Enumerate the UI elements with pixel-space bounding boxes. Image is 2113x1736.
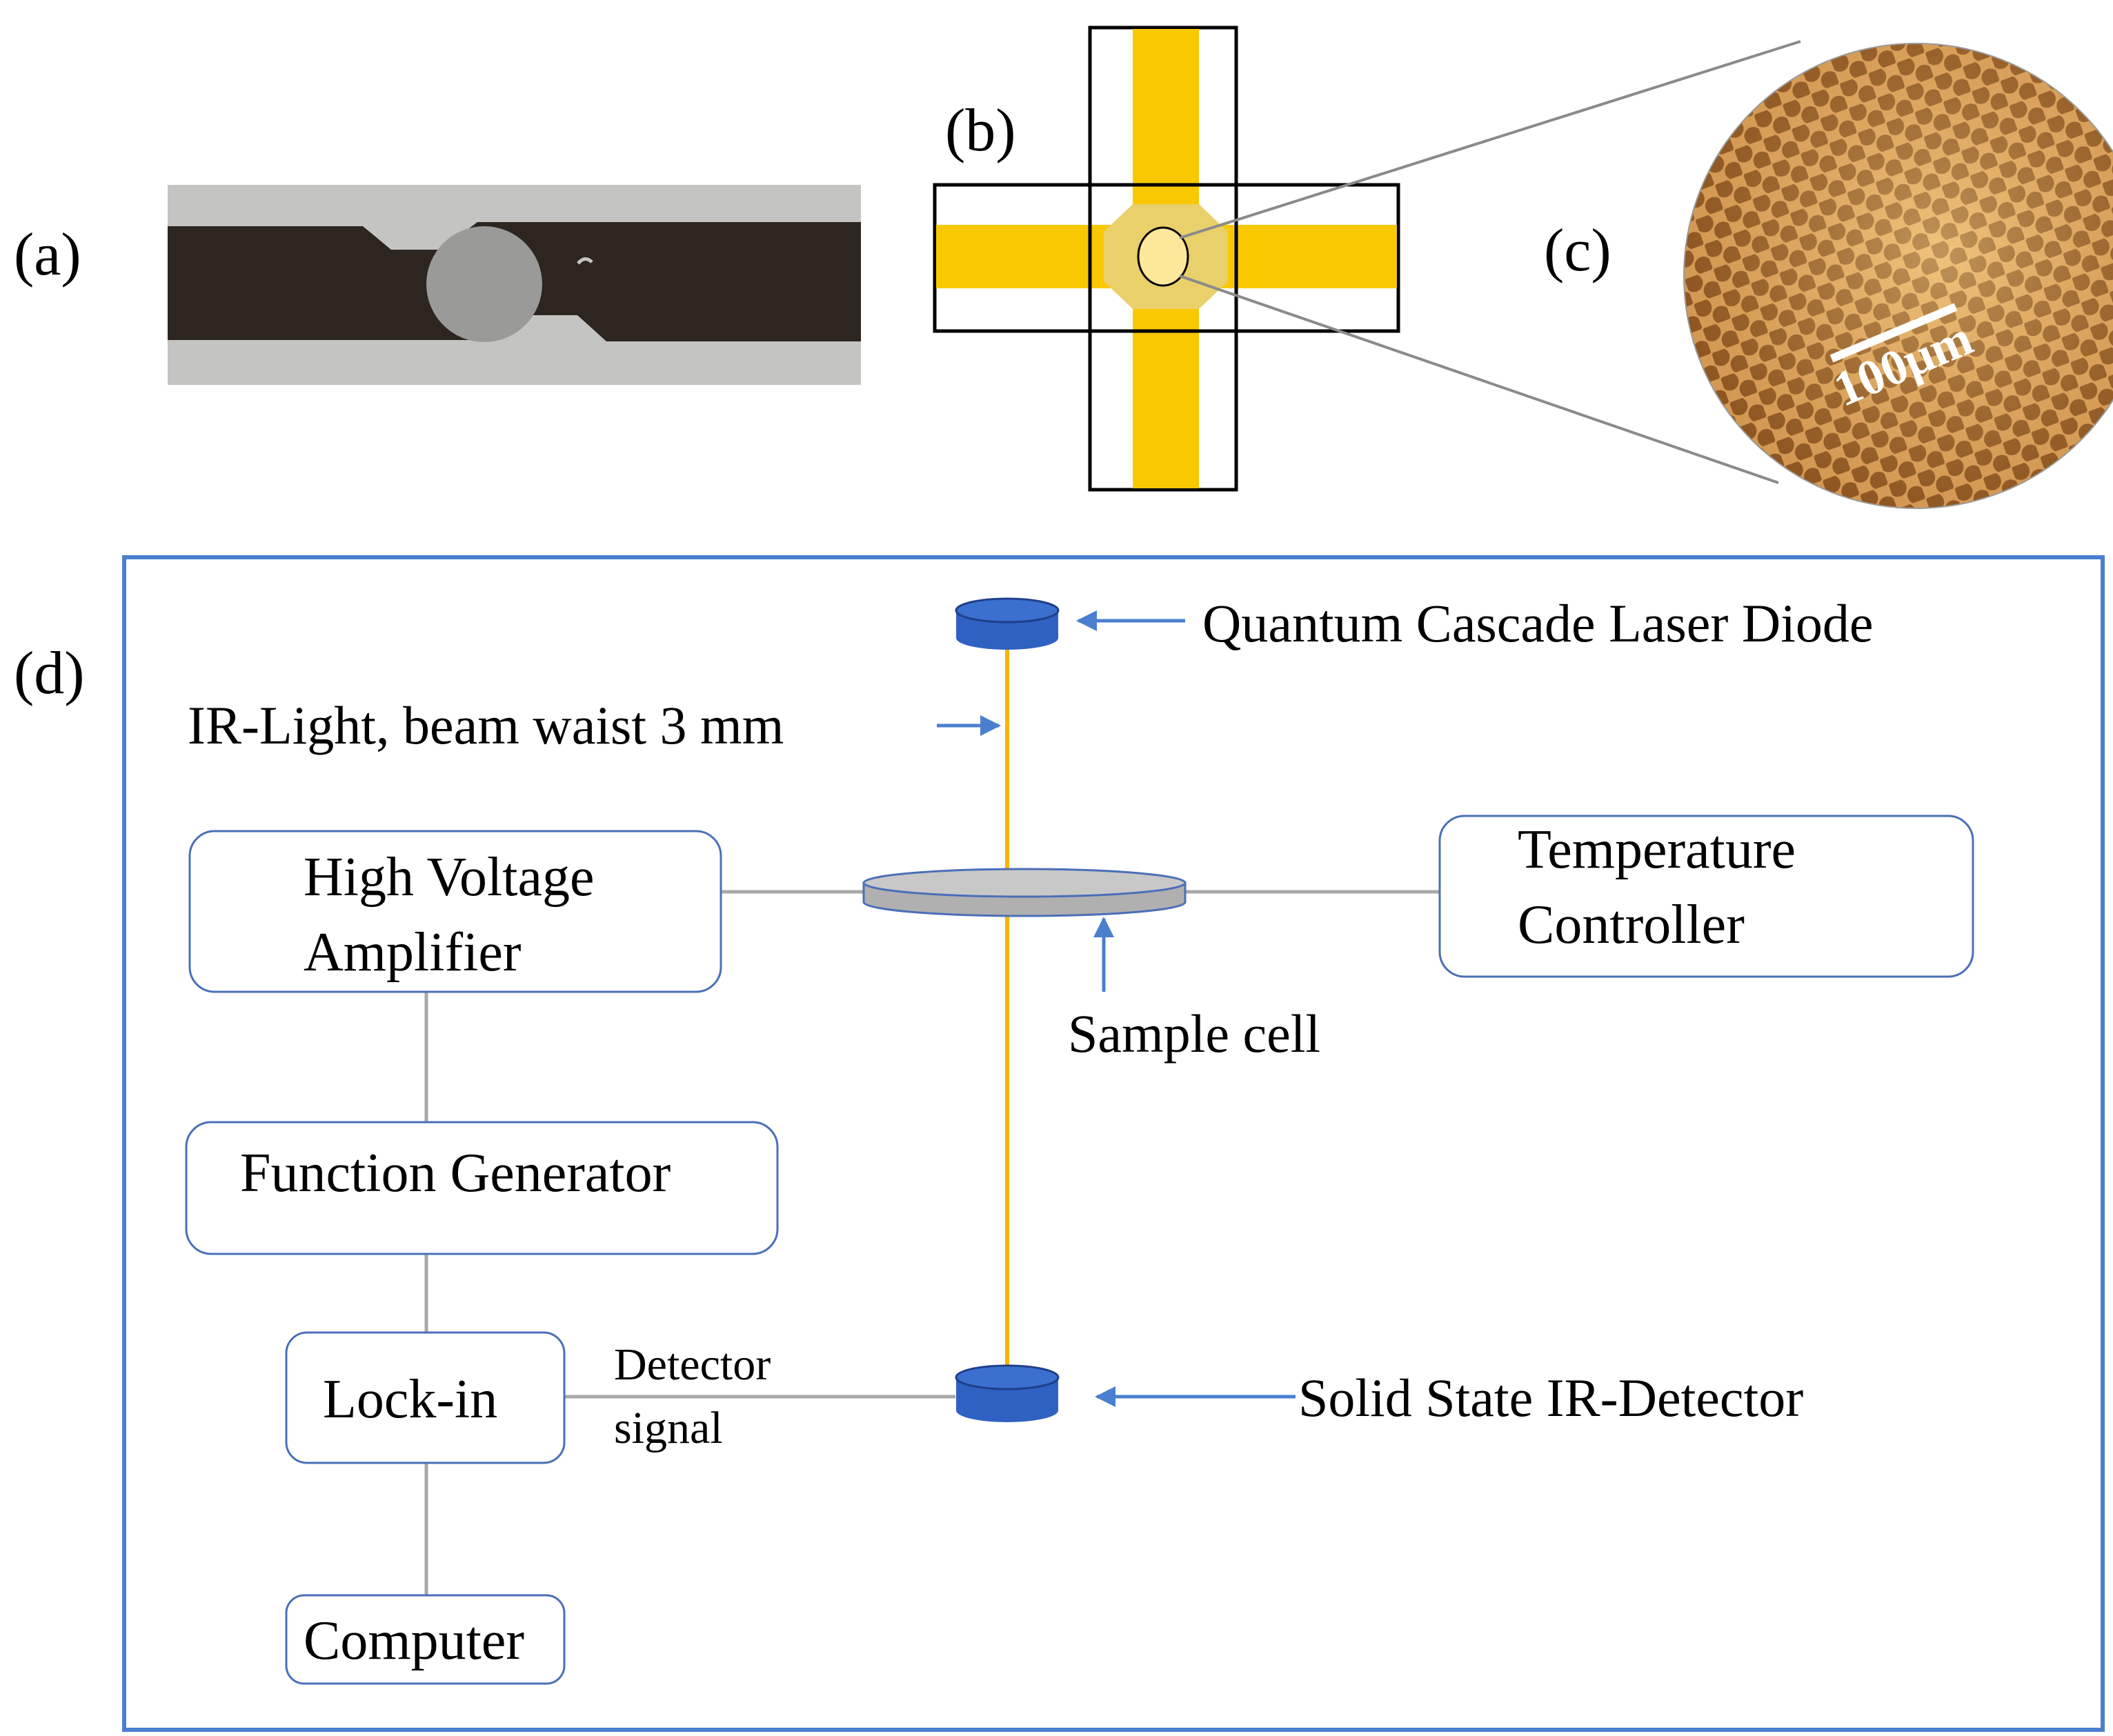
zoom-line-bottom <box>1179 275 1779 484</box>
lockin-label: Lock-in <box>323 1369 497 1430</box>
beam-label: IR-Light, beam waist 3 mm <box>188 695 784 755</box>
laser-label: Quantum Cascade Laser Diode <box>1202 593 1874 653</box>
detector-label: Solid State IR-Detector <box>1298 1368 1803 1428</box>
computer-label: Computer <box>304 1610 524 1671</box>
hv-amplifier-box: High Voltage Amplifier <box>188 830 722 993</box>
sample-cell <box>862 868 1187 917</box>
panel-a-photo <box>168 185 861 385</box>
temperature-controller-line1: Temperature <box>1518 819 1796 880</box>
lockin-box: Lock-in <box>285 1331 566 1464</box>
temperature-controller-box: Temperature Controller <box>1438 815 1974 978</box>
detector-signal-label-1: Detector <box>614 1339 771 1390</box>
temperature-controller-line2: Controller <box>1518 895 1745 955</box>
detector-signal-label-2: signal <box>614 1403 723 1453</box>
hv-amplifier-line1: High Voltage <box>304 847 594 908</box>
panel-d-frame <box>122 555 2105 1732</box>
computer-box: Computer <box>285 1594 566 1685</box>
sample-cell-label: Sample cell <box>1068 1004 1320 1064</box>
panel-b-electrode-schematic <box>933 26 1400 492</box>
panel-c-label: (c) <box>1544 217 1611 284</box>
panel-d-label: (d) <box>14 640 85 707</box>
panel-a-label: (a) <box>14 221 81 288</box>
laser-diode <box>955 597 1060 650</box>
function-generator-label: Function Generator <box>240 1143 671 1204</box>
panel-c-micrograph: 100μm <box>1683 43 2113 509</box>
zoom-line-top <box>1179 40 1801 239</box>
panel-b-label: (b) <box>945 97 1016 164</box>
hv-amplifier-line2: Amplifier <box>304 922 521 983</box>
function-generator-box: Function Generator <box>185 1121 779 1255</box>
scale-bar <box>1829 303 1958 363</box>
active-area <box>1137 226 1189 287</box>
ir-detector <box>955 1364 1060 1422</box>
